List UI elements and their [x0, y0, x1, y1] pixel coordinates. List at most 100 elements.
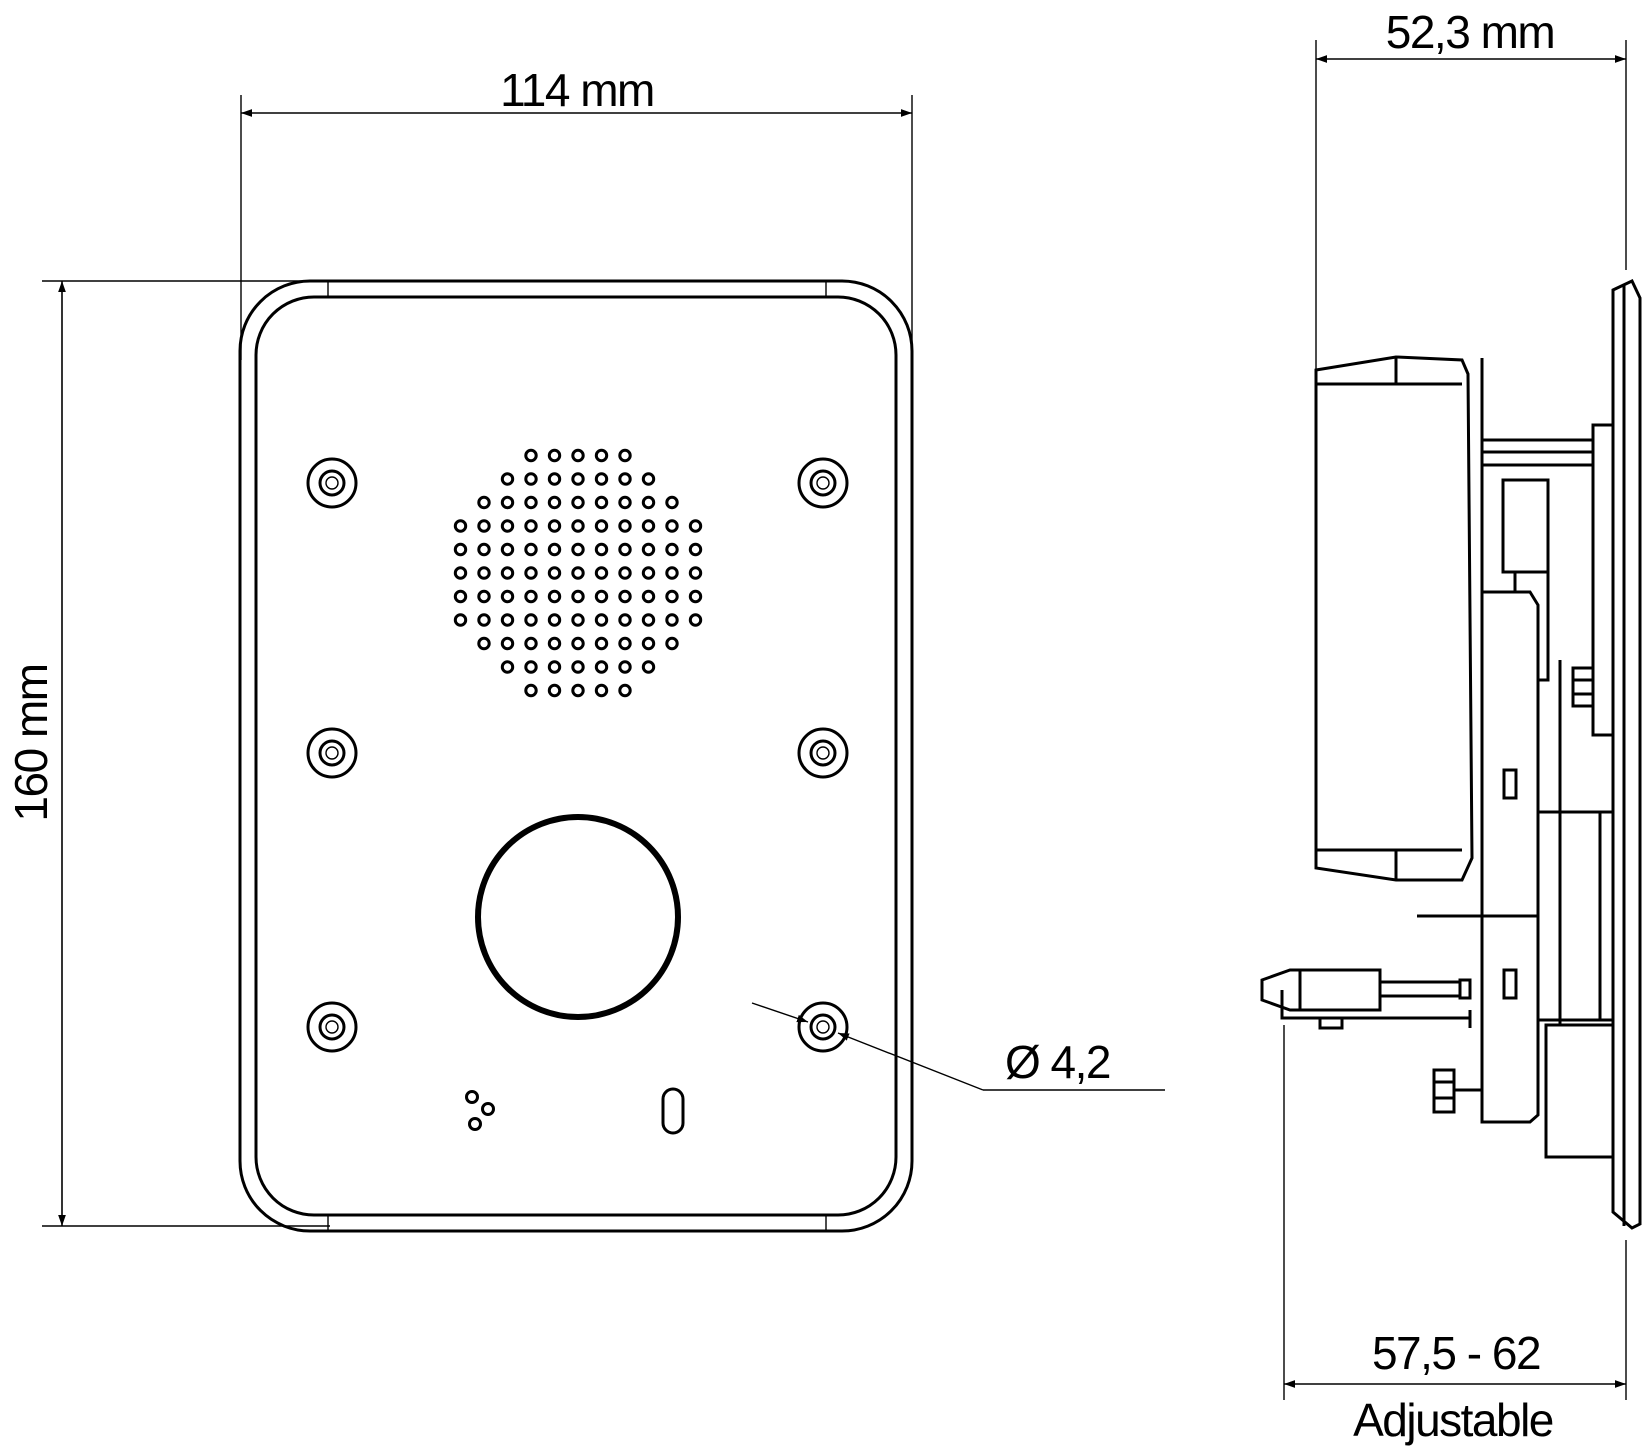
width-label: 114 mm	[500, 64, 654, 116]
grille-hole	[665, 613, 679, 627]
grille-hole	[547, 448, 562, 463]
grille-hole	[665, 636, 679, 651]
grille-hole	[688, 542, 703, 557]
grille-hole	[571, 566, 585, 580]
grille-hole	[571, 613, 585, 627]
screw-bottom-left	[306, 1001, 358, 1053]
grille-hole	[547, 683, 562, 698]
grille-hole	[547, 566, 562, 580]
grille-hole	[524, 636, 538, 651]
grille-hole	[500, 589, 515, 604]
grille-hole	[500, 636, 515, 651]
grille-hole	[618, 448, 632, 463]
upper-bracket	[1482, 423, 1615, 737]
grille-hole	[524, 519, 538, 533]
grille-hole	[688, 589, 703, 604]
speaker-grille	[453, 448, 703, 698]
nut-upper	[1571, 666, 1595, 708]
grille-hole	[594, 660, 609, 674]
grille-hole	[618, 683, 632, 698]
height-label: 160 mm	[5, 664, 57, 821]
depth-dimension: 52,3 mm	[1315, 6, 1627, 370]
grille-hole	[453, 613, 468, 627]
grille-hole	[571, 495, 585, 510]
faceplate-inner-outline	[254, 295, 898, 1217]
grille-hole	[477, 495, 491, 510]
grille-hole	[594, 566, 609, 580]
screw-mid-right	[797, 727, 849, 779]
grille-hole	[594, 613, 609, 627]
grille-hole	[547, 472, 562, 486]
grille-hole	[500, 542, 515, 557]
grille-hole	[618, 589, 632, 604]
call-button	[475, 814, 681, 1020]
grille-hole	[641, 495, 656, 510]
grille-hole	[594, 472, 609, 486]
grille-hole	[688, 519, 703, 533]
grille-hole	[571, 519, 585, 533]
grille-hole	[688, 613, 703, 627]
grille-hole	[594, 683, 609, 698]
grille-hole	[641, 542, 656, 557]
grille-hole	[453, 566, 468, 580]
grille-hole	[618, 566, 632, 580]
grille-hole	[665, 519, 679, 533]
grille-hole	[641, 566, 656, 580]
screw-top-left	[306, 457, 358, 509]
grille-hole	[571, 542, 585, 557]
screw-top-right	[797, 457, 849, 509]
connector	[1260, 968, 1472, 1030]
grille-hole	[524, 448, 538, 463]
depth-label: 52,3 mm	[1386, 6, 1554, 58]
grille-hole	[547, 589, 562, 604]
grille-hole	[524, 613, 538, 627]
lower-clamp	[1536, 810, 1615, 1159]
grille-hole	[571, 636, 585, 651]
grille-hole	[477, 636, 491, 651]
grille-hole	[453, 519, 468, 533]
grille-hole	[500, 660, 515, 674]
front-view	[238, 279, 914, 1233]
grille-hole	[618, 495, 632, 510]
grille-hole	[547, 542, 562, 557]
grille-hole	[618, 519, 632, 533]
grille-hole	[665, 495, 679, 510]
screw-mid-left	[306, 727, 358, 779]
grille-hole	[547, 495, 562, 510]
grille-hole	[477, 566, 491, 580]
screw-bottom-right	[797, 1001, 849, 1053]
side-view	[1260, 279, 1642, 1230]
grille-hole	[641, 660, 656, 674]
mount-range-label: 57,5 - 62	[1372, 1327, 1540, 1379]
grille-hole	[618, 613, 632, 627]
led-indicator	[661, 1087, 685, 1135]
grille-hole	[641, 472, 656, 486]
grille-hole	[524, 589, 538, 604]
grille-hole	[571, 589, 585, 604]
grille-hole	[547, 660, 562, 674]
grille-hole	[641, 613, 656, 627]
grille-hole	[594, 495, 609, 510]
grille-hole	[618, 472, 632, 486]
hole-diameter-callout: Ø 4,2	[751, 1002, 1165, 1091]
faceplate-profile	[1611, 279, 1642, 1230]
grille-hole	[477, 589, 491, 604]
grille-hole	[665, 566, 679, 580]
grille-hole	[571, 472, 585, 486]
grille-hole	[665, 589, 679, 604]
grille-hole	[524, 472, 538, 486]
grille-hole	[594, 636, 609, 651]
grille-hole	[641, 589, 656, 604]
mount-note-label: Adjustable	[1353, 1394, 1553, 1446]
grille-hole	[688, 566, 703, 580]
grille-hole	[594, 448, 609, 463]
mount-range-dimension: 57,5 - 62 Adjustable	[1283, 1025, 1627, 1446]
grille-hole	[524, 495, 538, 510]
grille-hole	[500, 566, 515, 580]
grille-hole	[594, 519, 609, 533]
grille-hole	[500, 519, 515, 533]
grille-hole	[453, 542, 468, 557]
grille-hole	[453, 589, 468, 604]
grille-hole	[500, 613, 515, 627]
